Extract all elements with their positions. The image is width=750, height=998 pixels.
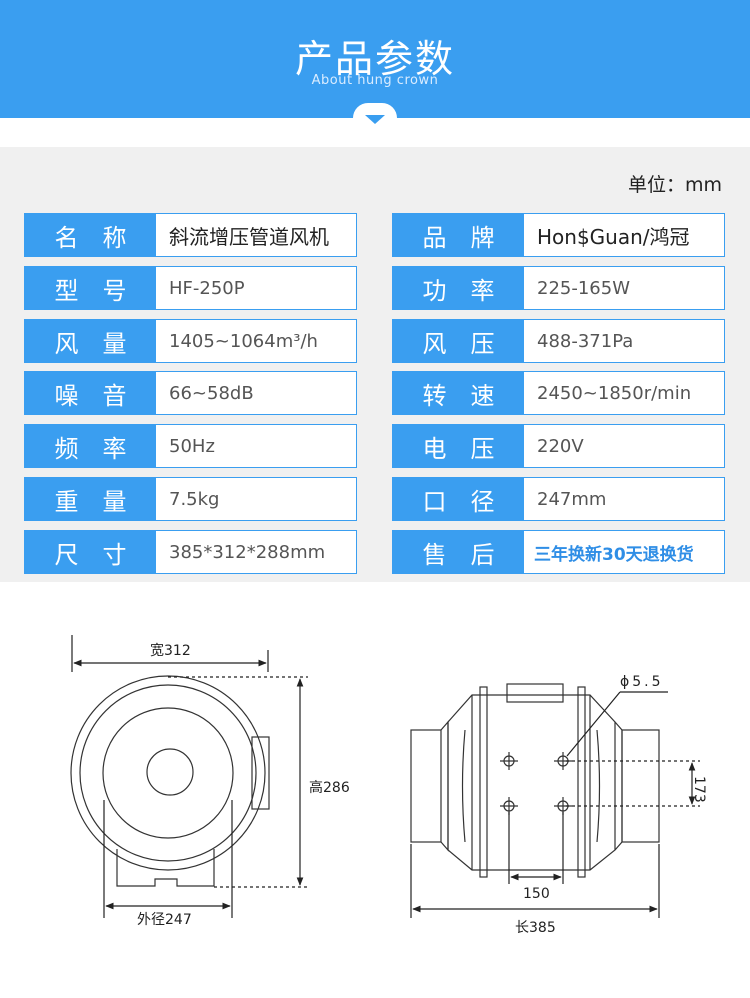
spec-row-weight: 重量 7.5kg: [24, 477, 357, 521]
spec-label: 品牌: [393, 214, 524, 256]
side-body-curve: [596, 729, 601, 843]
spec-row-pressure: 风压 488-371Pa: [392, 319, 725, 363]
spec-label: 尺寸: [25, 531, 156, 573]
vertical-spacing-label: 173: [691, 776, 707, 803]
section-notch: [353, 103, 397, 133]
spec-label: 风量: [25, 320, 156, 362]
spec-value: 斜流增压管道风机: [169, 224, 329, 249]
spec-row-brand: 品牌 Hon$Guan/鸿冠: [392, 213, 725, 257]
front-inlet-ring: [102, 707, 234, 839]
spec-label: 名称: [25, 214, 156, 256]
side-body-curve: [461, 729, 466, 843]
spec-label: 频率: [25, 425, 156, 467]
hole-diameter-label: ϕ5.5: [620, 674, 664, 690]
spec-value: 247mm: [537, 488, 607, 510]
front-outer-ring-inner: [79, 684, 257, 862]
page-subtitle: About hung crown: [311, 73, 439, 88]
spec-row-power: 功率 225-165W: [392, 266, 725, 310]
side-terminal-box: [506, 683, 564, 703]
dimension-drawing-svg: [70, 635, 700, 918]
side-outlet-flange: [614, 721, 623, 851]
spec-value: 220V: [537, 435, 584, 457]
width-label: 宽312: [150, 643, 191, 659]
front-outer-ring: [70, 675, 266, 871]
spec-row-model: 型号 HF-250P: [24, 266, 357, 310]
spec-label: 型号: [25, 267, 156, 309]
spec-label: 功率: [393, 267, 524, 309]
spec-row-name: 名称 斜流增压管道风机: [24, 213, 357, 257]
spec-row-speed: 转速 2450~1850r/min: [392, 371, 725, 415]
spec-value: 50Hz: [169, 435, 215, 457]
spec-label: 风压: [393, 320, 524, 362]
outer-diameter-label: 外径247: [137, 912, 192, 928]
header-banner: 产品参数 About hung crown: [0, 0, 750, 118]
front-hub: [146, 748, 194, 796]
spec-label: 重量: [25, 478, 156, 520]
spec-value: 2450~1850r/min: [537, 382, 692, 404]
spec-value: 7.5kg: [169, 488, 220, 510]
spec-row-noise: 噪音 66~58dB: [24, 371, 357, 415]
side-bracket-right: [577, 686, 586, 878]
spec-row-airflow: 风量 1405~1064m³/h: [24, 319, 357, 363]
spec-label: 转速: [393, 372, 524, 414]
chevron-down-icon: [365, 115, 385, 124]
spec-row-aftersales: 售后 三年换新30天退换货: [392, 530, 725, 574]
spec-label: 噪音: [25, 372, 156, 414]
spec-value: 三年换新30天退换货: [534, 544, 694, 565]
spec-value: 1405~1064m³/h: [169, 330, 318, 352]
side-inlet-pipe: [410, 729, 442, 843]
unit-label: 单位：mm: [627, 174, 722, 196]
spec-row-caliber: 口径 247mm: [392, 477, 725, 521]
dimension-drawing: 宽312 高286 外径247 ϕ5.5 173 150 长385: [0, 600, 750, 998]
page-title: 产品参数: [294, 37, 455, 81]
front-mount: [116, 849, 215, 887]
spec-label: 口径: [393, 478, 524, 520]
hole-leader-line: [566, 691, 621, 757]
spec-label: 电压: [393, 425, 524, 467]
front-view: [70, 635, 308, 918]
height-label: 高286: [309, 780, 350, 796]
side-inlet-flange: [440, 720, 449, 852]
side-outlet-pipe: [621, 729, 660, 843]
front-junction-box: [251, 736, 270, 810]
spec-value: 225-165W: [537, 277, 631, 299]
side-bracket-left: [479, 686, 488, 878]
spec-value: 488-371Pa: [537, 330, 634, 352]
side-view: [410, 683, 700, 918]
spec-value: Hon$Guan/鸿冠: [537, 224, 690, 249]
length-label: 长385: [515, 920, 556, 936]
horizontal-spacing-label: 150: [523, 886, 550, 902]
spec-value: HF-250P: [169, 277, 245, 299]
spec-row-frequency: 频率 50Hz: [24, 424, 357, 468]
spec-value: 385*312*288mm: [169, 541, 326, 563]
mounting-holes: [500, 752, 572, 815]
spec-label: 售后: [393, 531, 524, 573]
spec-value: 66~58dB: [169, 382, 254, 404]
spec-row-voltage: 电压 220V: [392, 424, 725, 468]
spec-row-size: 尺寸 385*312*288mm: [24, 530, 357, 574]
